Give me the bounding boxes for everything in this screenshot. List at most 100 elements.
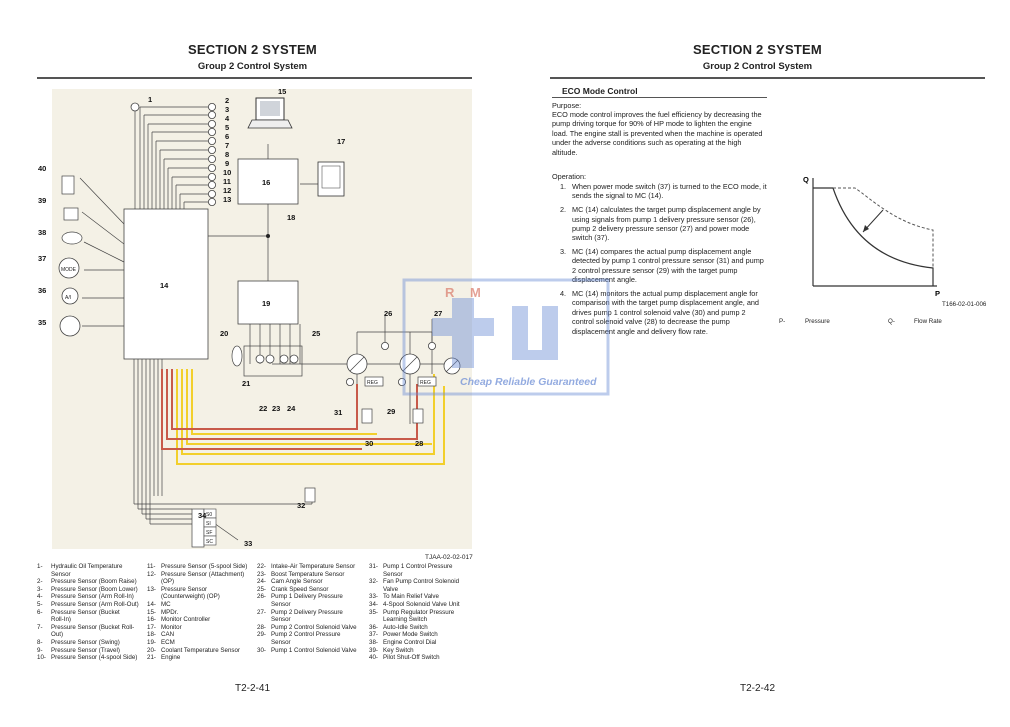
- legend-item: 25- Crank Speed Sensor: [257, 586, 369, 594]
- legend-item-text: Pressure Sensor (Boom Raise): [51, 578, 137, 586]
- section-title: SECTION 2 SYSTEM: [693, 42, 822, 57]
- legend-item-number: 14-: [147, 600, 156, 608]
- legend-item: 33-To Main Relief Valve: [369, 593, 477, 601]
- control-wires: [161, 369, 445, 465]
- legend-item-text: Boost Temperature Sensor: [271, 570, 345, 578]
- legend-item-text: Pressure Sensor (Attachment): [161, 570, 245, 578]
- legend-item-number: 30-: [257, 646, 266, 654]
- svg-text:8: 8: [225, 150, 229, 159]
- legend-item-number: 2-: [37, 578, 43, 586]
- operation-item: 3. MC (14) compares the actual pump disp…: [560, 247, 764, 285]
- svg-text:39: 39: [38, 196, 46, 205]
- legend-item-text: Valve: [383, 585, 399, 593]
- legend-item-number: 3-: [37, 585, 43, 593]
- legend-item-text: Pressure Sensor (Boom Lower): [51, 585, 138, 593]
- legend-item-text: Crank Speed Sensor: [271, 585, 329, 593]
- right-page: SECTION 2 SYSTEM Group 2 Control System …: [505, 0, 1010, 727]
- legend-item: 21- Engine: [147, 654, 257, 662]
- operation-item: 2. MC (14) calculates the target pump di…: [560, 205, 761, 243]
- reg-1: [364, 376, 384, 387]
- legend-item-number: 25-: [257, 585, 266, 593]
- legend-item-number: 24-: [257, 578, 266, 586]
- legend-item-number: 11-: [147, 563, 156, 570]
- svg-text:25: 25: [312, 329, 320, 338]
- svg-text:REG: REG: [367, 380, 378, 386]
- legend-item-number: [257, 639, 271, 647]
- svg-text:16: 16: [262, 178, 270, 187]
- legend-item-number: 4-: [37, 593, 43, 601]
- legend-item: 18-CAN: [147, 631, 257, 639]
- legend-item-number: 29-: [257, 631, 266, 639]
- svg-text:REG: REG: [420, 380, 431, 386]
- svg-text:36: 36: [38, 286, 46, 295]
- svg-text:SI: SI: [206, 521, 211, 527]
- svg-text:10: 10: [223, 168, 231, 177]
- group-title: Group 2 Control System: [702, 61, 813, 72]
- legend-item-text: Fan Pump Control Solenoid: [383, 578, 460, 586]
- legend-item-text: Sensor: [271, 600, 291, 608]
- legend-item-number: 6-: [37, 608, 43, 616]
- legend-item-text: Key Switch: [383, 646, 414, 654]
- purpose-text: ECO mode control improves the fuel effic…: [552, 110, 763, 157]
- legend-item-text: Coolant Temperature Sensor: [161, 646, 240, 654]
- legend-item-text: Pressure Sensor (Travel): [51, 646, 120, 654]
- eco-mode-heading: ECO Mode Control: [562, 86, 638, 96]
- legend-item-text: Sensor: [271, 616, 291, 624]
- legend-item: 37-Power Mode Switch: [369, 631, 477, 639]
- purpose-label: Purpose:: [552, 101, 582, 110]
- svg-text:21: 21: [242, 379, 250, 388]
- legend-item-number: 7-: [37, 623, 43, 631]
- operation-label: Operation:: [552, 172, 587, 181]
- legend-item-text: Sensor: [383, 570, 403, 578]
- legend-item: 2- Pressure Sensor (Boom Raise): [37, 578, 147, 586]
- legend-item: Roll-In): [37, 616, 147, 624]
- operation-item: 1. When power mode switch (37) is turned…: [560, 182, 767, 201]
- legend-item-text: Engine: [161, 654, 181, 662]
- legend-item-number: [257, 601, 271, 609]
- legend-item-number: 27-: [257, 608, 266, 616]
- legend-item: 12-Pressure Sensor (Attachment): [147, 571, 257, 579]
- legend-item: 38-Engine Control Dial: [369, 639, 477, 647]
- legend-item-number: [147, 578, 161, 586]
- legend-item: Sensor: [257, 616, 369, 624]
- legend-item: 3- Pressure Sensor (Boom Lower): [37, 586, 147, 594]
- legend-flow-rate: Q-Flow Rate: [888, 318, 942, 325]
- header-rule: [550, 77, 985, 79]
- svg-text:26: 26: [384, 309, 392, 318]
- svg-text:29: 29: [387, 407, 395, 416]
- svg-text:20: 20: [220, 329, 228, 338]
- legend-item: 4-Pressure Sensor (Arm Roll-In): [37, 593, 147, 601]
- legend-item-text: MC: [161, 600, 171, 608]
- legend-item-text: Pressure Sensor (4-spool Side): [51, 654, 138, 662]
- svg-text:P: P: [935, 289, 940, 298]
- svg-text:13: 13: [223, 195, 231, 204]
- key-switch: [63, 207, 79, 221]
- legend-item-text: Pump 2 Control Pressure: [271, 631, 341, 639]
- legend-item-number: 21-: [147, 654, 156, 662]
- legend-item-number: 19-: [147, 638, 156, 646]
- svg-text:S0: S0: [206, 512, 212, 518]
- legend-item-text: Pressure Sensor: [161, 585, 208, 593]
- legend-item-text: Pressure Sensor (Arm Roll-Out): [51, 600, 139, 608]
- graph-code: T166-02-01-006: [942, 301, 987, 308]
- fan-solenoid: [304, 487, 316, 503]
- svg-text:11: 11: [223, 177, 231, 186]
- legend-item: 5-Pressure Sensor (Arm Roll-Out): [37, 601, 147, 609]
- legend-item: 35-Pump Regulator Pressure: [369, 609, 477, 617]
- legend-item-number: 17-: [147, 623, 156, 631]
- svg-text:32: 32: [297, 501, 305, 510]
- legend-item-text: Pump 1 Control Solenoid Valve: [271, 646, 357, 654]
- legend-item-text: Monitor: [161, 623, 182, 631]
- legend-item: 32-Fan Pump Control Solenoid: [369, 578, 477, 586]
- legend-item-number: 28-: [257, 623, 266, 631]
- legend-item-number: 26-: [257, 593, 266, 601]
- legend-item: 15-MPDr.: [147, 609, 257, 617]
- legend-item: 7-Pressure Sensor (Bucket Roll-: [37, 624, 147, 632]
- section-title: SECTION 2 SYSTEM: [188, 42, 317, 57]
- svg-text:9: 9: [225, 159, 229, 168]
- legend-item-number: 33-: [369, 593, 378, 601]
- page-number: T2-2-42: [739, 683, 775, 694]
- svg-text:19: 19: [262, 299, 270, 308]
- eco-curve: [813, 187, 934, 286]
- legend-item: Sensor: [37, 571, 147, 579]
